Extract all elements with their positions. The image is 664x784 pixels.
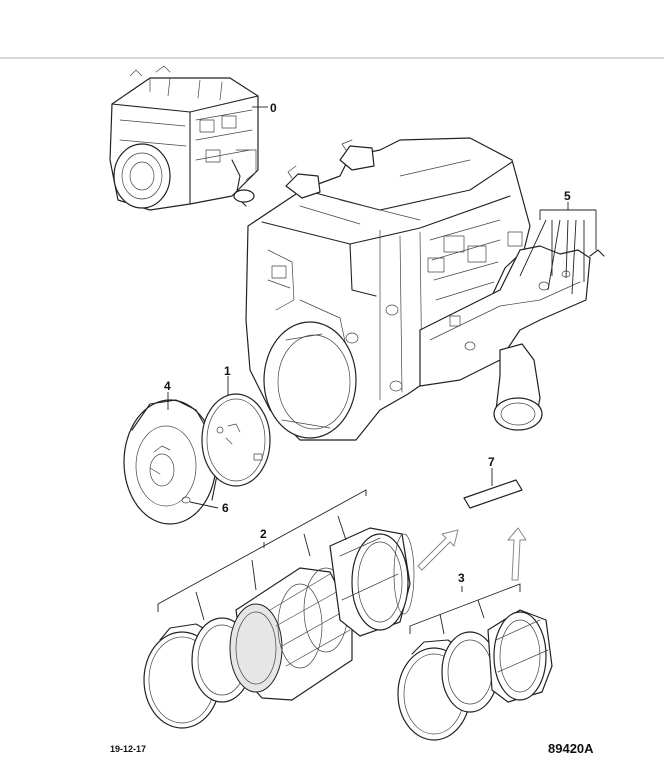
footer-date: 19-12-17 xyxy=(110,744,146,754)
callout-3: 3 xyxy=(458,571,465,585)
leader-lines xyxy=(157,106,597,635)
disc-gasket xyxy=(201,393,271,487)
arrow-up-left-icon xyxy=(417,529,459,571)
callout-4: 4 xyxy=(164,379,171,393)
label-pad xyxy=(463,479,523,509)
callout-6: 6 xyxy=(222,501,229,515)
callout-1: 1 xyxy=(224,364,231,378)
callout-0: 0 xyxy=(270,101,277,115)
callout-2: 2 xyxy=(260,527,267,541)
overview-assembly xyxy=(109,65,259,211)
assembly-arrows xyxy=(417,527,527,581)
main-assembly xyxy=(245,137,605,441)
catalyst-cylinder-stack xyxy=(397,609,553,741)
arrow-up-right-icon xyxy=(507,527,527,581)
callout-7: 7 xyxy=(488,455,495,469)
filter-cylinder-stack xyxy=(143,527,415,729)
drawing-number: 89420A xyxy=(548,741,594,756)
callout-5: 5 xyxy=(564,189,571,203)
